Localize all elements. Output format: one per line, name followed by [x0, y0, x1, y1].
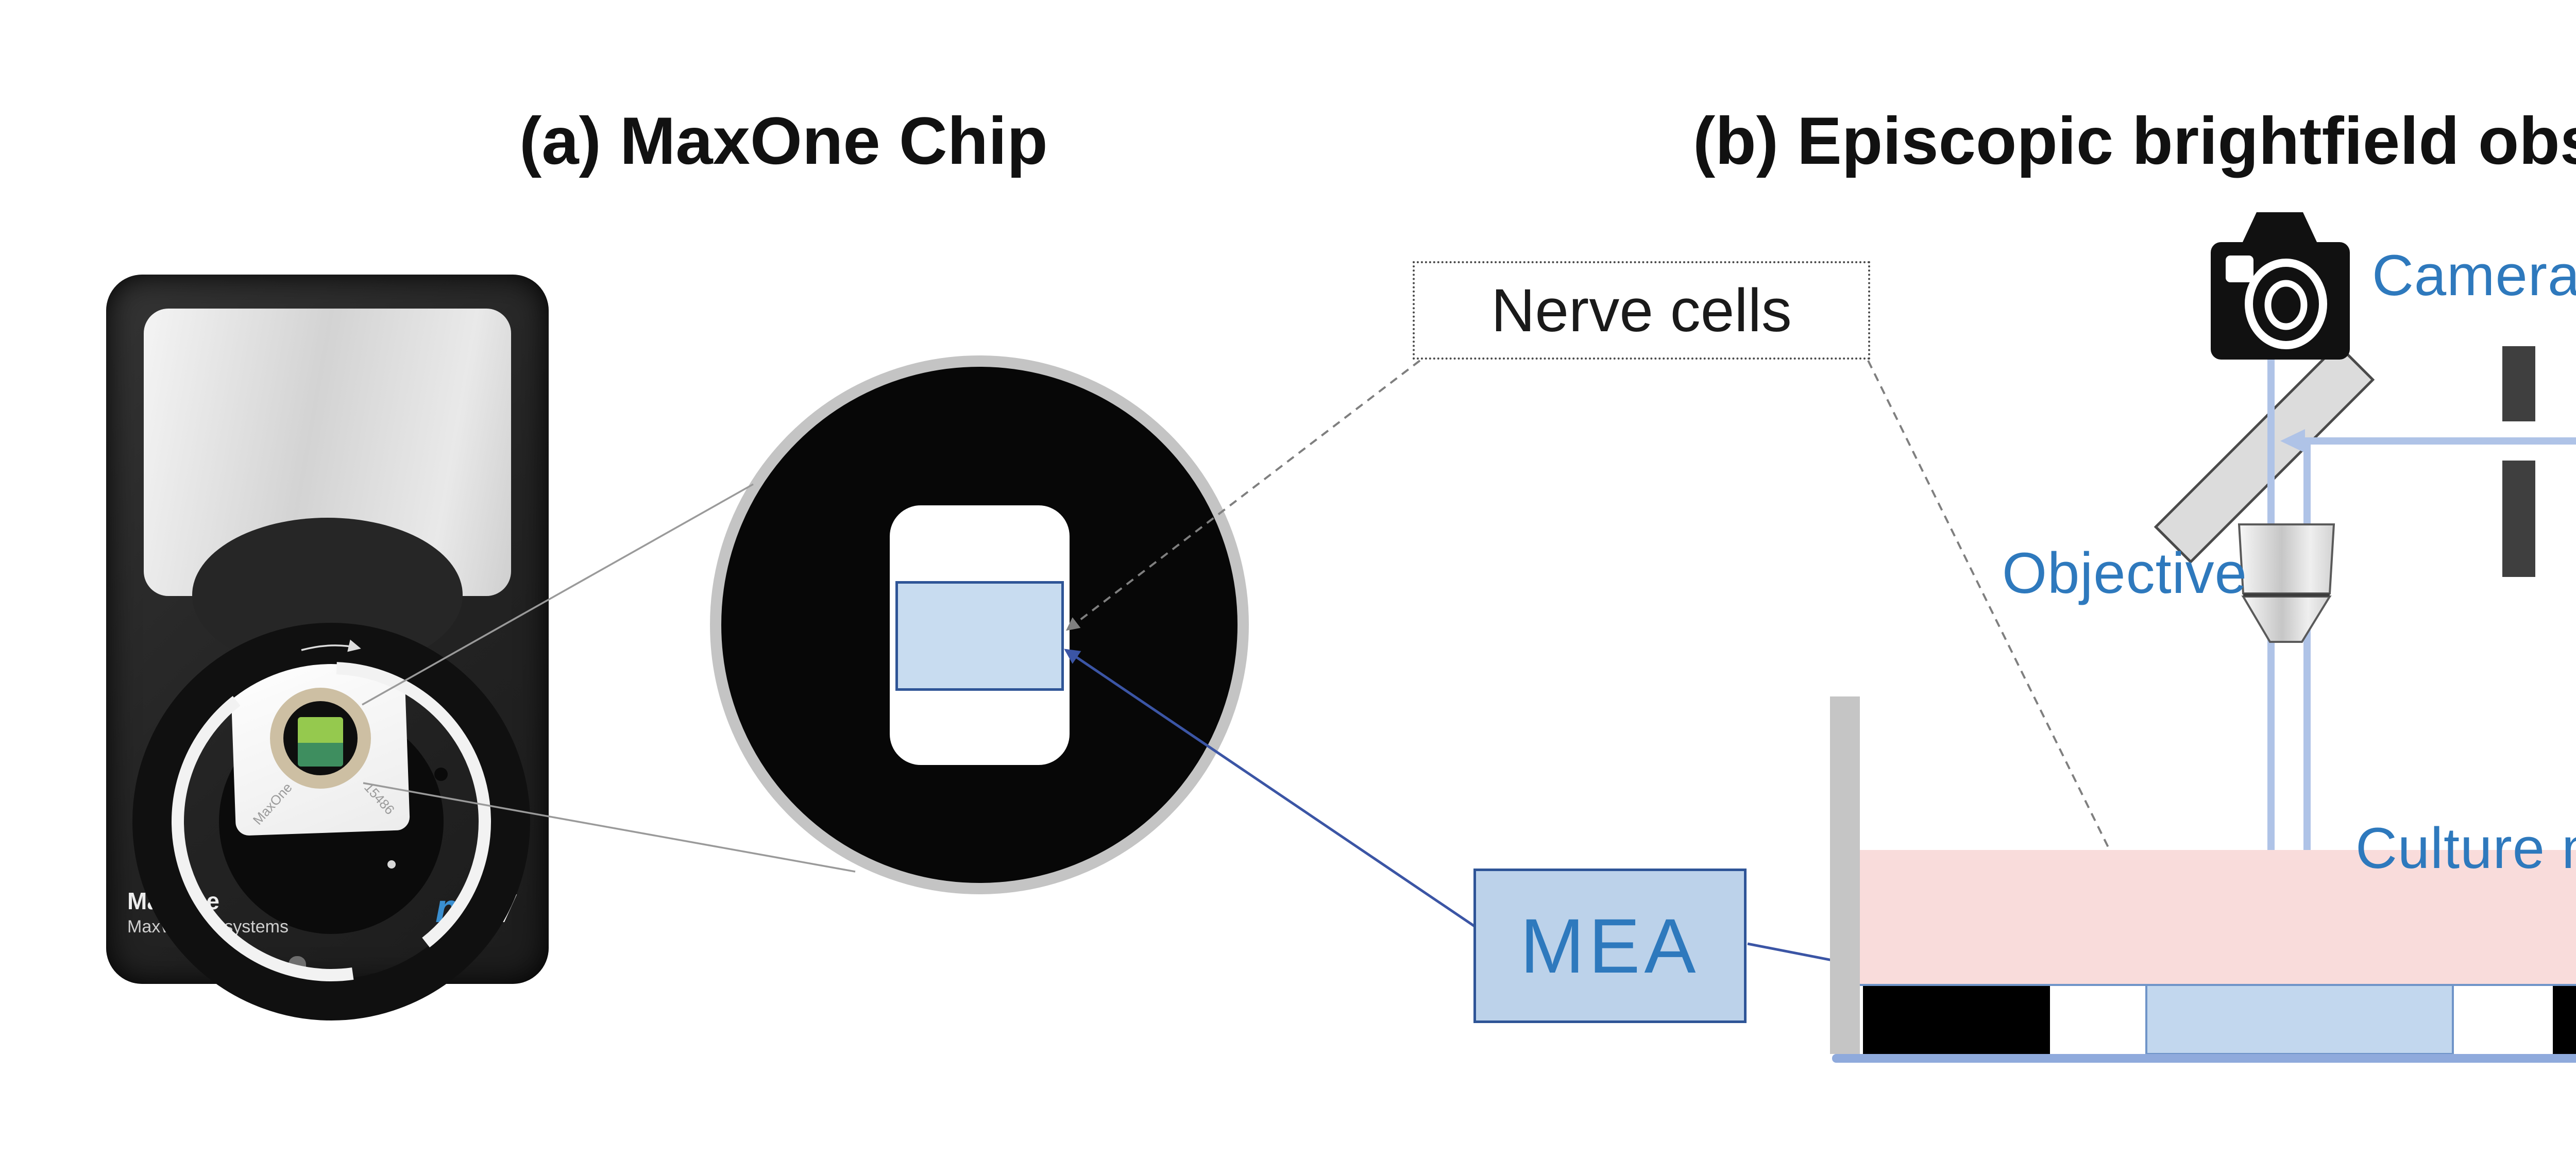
illumination-beam-vertical [2303, 441, 2311, 961]
beam-splitter [2154, 343, 2375, 564]
chip-floor-mea [2145, 984, 2454, 1055]
panel-a-title: (a) MaxOne Chip [519, 103, 1048, 178]
chip-floor-black-right [2553, 985, 2576, 1054]
dish-wall-left [1830, 696, 1860, 1054]
magnifier-neurons [1219, 321, 1861, 1174]
camera-label: Camera [2372, 243, 2576, 308]
illumination-beam-horizontal [2298, 437, 2576, 445]
chip-floor-base [1860, 985, 2576, 1054]
dish-bottom [1832, 1054, 2576, 1063]
camera-beam [2267, 360, 2275, 927]
device-product-label: MaxOne [127, 888, 219, 914]
chip-floor-black-left [1863, 985, 2050, 1054]
logo-dot: . [468, 886, 479, 931]
logo-w: W [476, 886, 514, 931]
culture-medium-label: Culture medium [2355, 816, 2576, 880]
objective-icon [2238, 523, 2335, 643]
device-bottom-nub [289, 956, 306, 984]
device-panel-concave [192, 518, 463, 672]
nerve-cells-label: Nerve cells [1491, 276, 1792, 345]
maxwell-logo: m.W [435, 885, 514, 932]
device-company-label: MaxWell Biosystems [127, 917, 289, 937]
mea-box: MEA [1473, 869, 1747, 1023]
mea-label: MEA [1520, 902, 1700, 989]
chip-screw-dot [434, 768, 448, 781]
electrode-array-window [895, 581, 1064, 691]
chip-green-sensor [298, 717, 343, 767]
aperture-slit [2502, 346, 2535, 577]
logo-m: m [435, 886, 471, 931]
beam-arrowhead [2280, 429, 2305, 453]
device-small-dot [387, 860, 396, 869]
camera-icon [2211, 212, 2350, 360]
objective-label: Objective [2002, 541, 2247, 605]
nerve-cells-box: Nerve cells [1413, 261, 1870, 360]
panel-b-title: (b) Episcopic brightfield observation [1693, 103, 2576, 178]
